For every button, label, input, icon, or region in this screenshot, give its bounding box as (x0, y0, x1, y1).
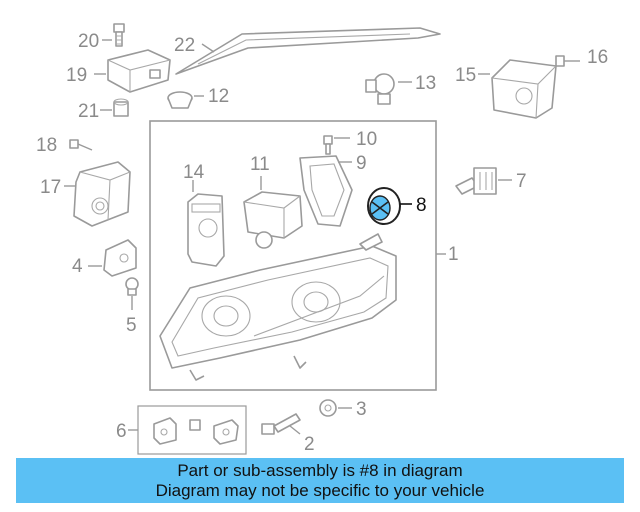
callout-6[interactable]: 6 (116, 421, 127, 442)
callout-14[interactable]: 14 (183, 162, 205, 183)
part-19-control-module[interactable] (107, 49, 171, 93)
headlight-housing[interactable] (159, 233, 397, 381)
callout-22[interactable]: 22 (174, 35, 195, 56)
callout-11[interactable]: 11 (250, 154, 270, 175)
part-5-grommet[interactable] (125, 277, 139, 296)
part-6-bracket-set[interactable] (137, 405, 247, 455)
callout-19[interactable]: 19 (66, 65, 87, 86)
part-12-cap[interactable] (167, 91, 193, 109)
callout-1[interactable]: 1 (448, 244, 459, 265)
part-14-cover[interactable] (187, 193, 225, 267)
callout-16[interactable]: 16 (587, 47, 608, 68)
part-2-bolt[interactable] (261, 413, 301, 435)
banner-line-2: Diagram may not be specific to your vehi… (155, 481, 485, 500)
part-15-ballast[interactable] (491, 59, 557, 119)
callout-8[interactable]: 8 (416, 195, 427, 216)
callout-4[interactable]: 4 (72, 256, 83, 277)
part-17-control-unit[interactable] (73, 161, 131, 227)
callout-21[interactable]: 21 (78, 101, 99, 122)
part-21-nut[interactable] (113, 98, 129, 117)
callout-5[interactable]: 5 (126, 315, 137, 336)
part-8-highlighted[interactable] (367, 187, 401, 225)
part-22-trim-strip[interactable] (175, 27, 441, 75)
part-16-screw[interactable] (555, 55, 580, 67)
banner-line-1: Part or sub-assembly is #8 in diagram (177, 461, 463, 480)
part-13-bulb[interactable] (365, 73, 395, 105)
part-11-leveling-motor[interactable] (243, 191, 303, 249)
part-3-clip[interactable] (319, 399, 337, 417)
callout-17[interactable]: 17 (40, 177, 61, 198)
callout-18[interactable]: 18 (36, 135, 57, 156)
part-10-screw[interactable] (323, 135, 333, 155)
part-18-screw[interactable] (69, 139, 93, 151)
callout-15[interactable]: 15 (455, 65, 476, 86)
info-banner: Part or sub-assembly is #8 in diagram Di… (16, 458, 624, 503)
callout-2[interactable]: 2 (304, 434, 315, 455)
callout-20[interactable]: 20 (78, 31, 99, 52)
part-20-screw[interactable] (113, 23, 125, 47)
part-9-retaining-frame[interactable] (299, 155, 353, 227)
part-4-bracket[interactable] (103, 239, 137, 277)
callout-10[interactable]: 10 (356, 129, 377, 150)
part-7-xenon-bulb[interactable] (455, 167, 497, 195)
callout-13[interactable]: 13 (415, 73, 436, 94)
assembly-frame (149, 120, 437, 391)
callout-7[interactable]: 7 (516, 171, 527, 192)
callout-3[interactable]: 3 (356, 399, 367, 420)
callout-9[interactable]: 9 (356, 153, 367, 174)
callout-12[interactable]: 12 (208, 86, 229, 107)
